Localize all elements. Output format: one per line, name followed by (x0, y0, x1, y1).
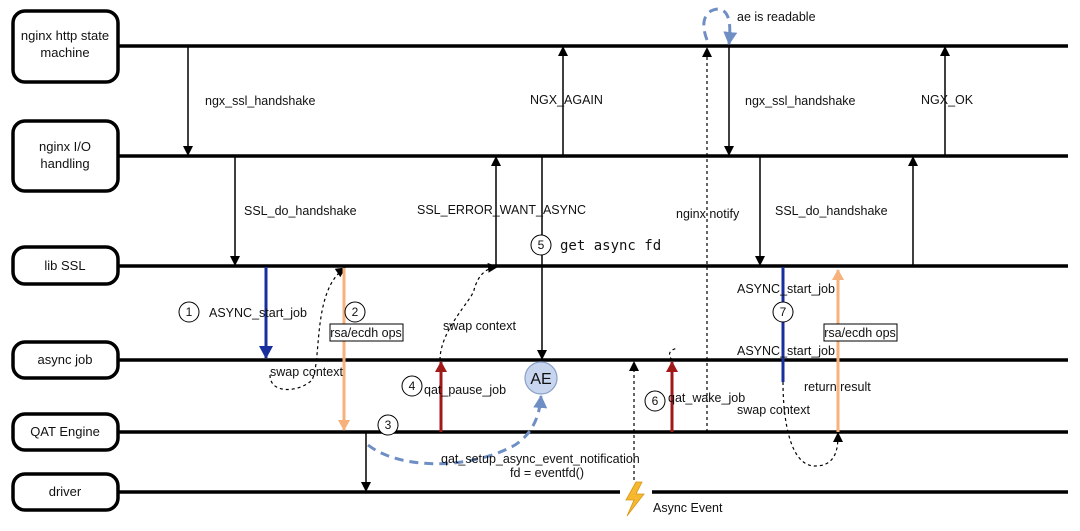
svg-text:2: 2 (352, 305, 359, 319)
svg-text:4: 4 (409, 379, 416, 393)
wake-context-stub (668, 347, 679, 361)
step-6: 6 (644, 390, 666, 412)
colored-arrows (259, 267, 844, 432)
label-ngx-ssl-handshake-1: ngx_ssl_handshake (205, 94, 316, 108)
lane-label-async-job: async job (38, 352, 93, 367)
swap-context-path-1 (269, 267, 346, 391)
ae-node: AE (524, 361, 558, 395)
label-qat-pause-job: qat_pause_job (424, 383, 506, 397)
label-qat-setup: qat_setup_async_event_notification (441, 452, 640, 466)
step-7: 7 (772, 301, 794, 323)
label-qat-wake-job: qat_wake_job (668, 391, 745, 405)
step-circles: 1 2 3 4 5 6 7 (178, 234, 794, 436)
ae-registration-curve (367, 395, 548, 466)
lane-lib-ssl: lib SSL (11, 245, 1068, 286)
step-1: 1 (178, 301, 200, 323)
swap-context-path-3 (782, 381, 843, 467)
lane-qat-engine: QAT Engine (11, 412, 1068, 452)
svg-text:rsa/ecdh ops: rsa/ecdh ops (330, 326, 402, 340)
label-return-result: return result (804, 380, 871, 394)
lane-label-io-2: handling (40, 156, 89, 171)
label-fd-eventfd: fd = eventfd() (510, 466, 584, 480)
label-swap-context-2: swap context (443, 319, 516, 333)
label-ssl-error-want-async: SSL_ERROR_WANT_ASYNC (417, 203, 586, 217)
svg-text:rsa/ecdh ops: rsa/ecdh ops (824, 326, 896, 340)
lane-driver: driver (11, 472, 1068, 512)
rsa-ecdh-box-1: rsa/ecdh ops (329, 323, 404, 342)
label-async-event: Async Event (653, 501, 723, 515)
label-ssl-do-handshake-2: SSL_do_handshake (775, 204, 888, 218)
svg-text:1: 1 (186, 305, 193, 319)
step-5: 5 (530, 234, 552, 256)
label-async-start-job-3: ASYNC_start_job (737, 344, 835, 358)
lane-label-libssl: lib SSL (44, 258, 85, 273)
label-async-start-job-1: ASYNC_start_job (209, 306, 307, 320)
lane-label-io-1: nginx I/O (39, 139, 91, 154)
label-nginx-notify: nginx notify (676, 207, 740, 221)
step-4: 4 (401, 375, 423, 397)
dashed-paths (269, 47, 843, 480)
label-swap-context-3: swap context (737, 403, 810, 417)
lane-async-job: async job (11, 340, 1068, 380)
lane-label-driver: driver (49, 484, 82, 499)
label-ngx-again: NGX_AGAIN (530, 93, 603, 107)
step-2: 2 (344, 301, 366, 323)
ae-label: AE (530, 371, 551, 388)
svg-text:3: 3 (385, 418, 392, 432)
swap-context-path-2 (439, 262, 498, 361)
svg-text:5: 5 (538, 238, 545, 252)
rsa-ecdh-box-2: rsa/ecdh ops (823, 323, 898, 342)
label-swap-context-1: swap context (270, 365, 343, 379)
step-3: 3 (377, 414, 399, 436)
svg-text:6: 6 (652, 394, 659, 408)
label-ngx-ssl-handshake-2: ngx_ssl_handshake (745, 94, 856, 108)
label-get-async-fd: get async fd (560, 238, 661, 254)
svg-text:7: 7 (780, 305, 787, 319)
lane-label-http-1: nginx http state (21, 28, 109, 43)
dashed-blue-curves (367, 7, 738, 466)
lane-label-http-2: machine (40, 45, 89, 60)
lightning-icon (625, 481, 645, 517)
label-ngx-ok: NGX_OK (921, 93, 974, 107)
lane-label-qat: QAT Engine (30, 424, 100, 439)
lane-io-handling: nginx I/O handling (11, 119, 1068, 193)
labels: ngx_ssl_handshake NGX_AGAIN ae is readab… (205, 10, 974, 515)
black-arrows (183, 46, 950, 492)
label-ae-readable: ae is readable (737, 10, 816, 24)
ae-readable-curve (702, 7, 738, 45)
label-async-start-job-2: ASYNC_start_job (737, 282, 835, 296)
label-ssl-do-handshake-1: SSL_do_handshake (244, 204, 357, 218)
lane-http-state-machine: nginx http state machine (11, 9, 1068, 84)
